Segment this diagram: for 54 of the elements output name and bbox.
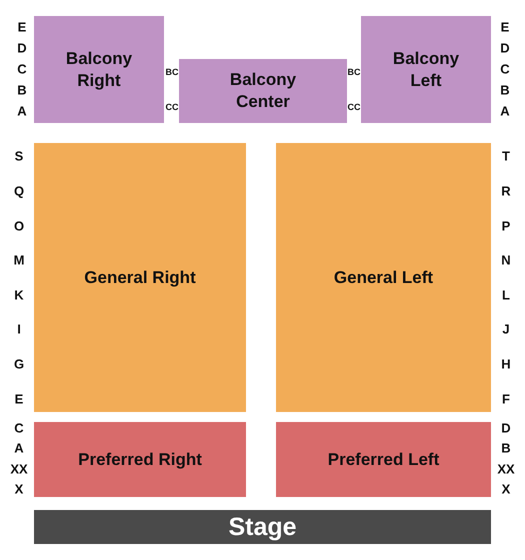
row-label: B <box>501 440 511 456</box>
section-name: General Left <box>334 266 434 288</box>
row-label: B <box>500 82 510 98</box>
stage <box>34 510 491 544</box>
seating-section <box>276 143 491 412</box>
balcony-section <box>179 59 347 123</box>
row-label: G <box>14 356 24 372</box>
row-label: XX <box>10 462 28 476</box>
row-label: X <box>14 482 24 496</box>
aisle-label: CC <box>166 102 178 112</box>
section-name: Stage <box>228 512 297 542</box>
row-label: I <box>17 322 21 336</box>
row-label: K <box>14 288 24 302</box>
section-name: Preferred Right <box>78 448 202 470</box>
row-label: J <box>502 322 510 336</box>
row-label: M <box>14 252 24 268</box>
row-label: E <box>500 20 510 34</box>
row-label: Q <box>14 184 24 198</box>
row-label: R <box>501 184 511 198</box>
aisle-label: CC <box>348 102 360 112</box>
row-label: E <box>14 392 24 406</box>
row-label: H <box>501 356 511 372</box>
seating-section <box>34 422 246 497</box>
row-label: A <box>500 104 510 118</box>
row-label: A <box>14 440 24 456</box>
row-label: C <box>500 62 510 76</box>
row-label: F <box>502 392 510 406</box>
row-label: O <box>14 218 24 234</box>
aisle-label: BC <box>166 67 178 77</box>
section-name: Preferred Left <box>328 448 440 470</box>
row-label: D <box>501 420 511 436</box>
row-label: L <box>502 288 510 302</box>
row-label: D <box>17 40 27 56</box>
balcony-section <box>34 16 164 123</box>
aisle-label: BC <box>348 67 360 77</box>
row-label: C <box>17 62 27 76</box>
row-label: E <box>18 20 26 34</box>
row-label: XX <box>497 462 515 476</box>
row-label: S <box>14 148 24 164</box>
row-label: C <box>14 420 24 436</box>
row-label: D <box>500 40 510 56</box>
row-label: B <box>17 82 27 98</box>
row-label: X <box>502 482 510 496</box>
row-label: T <box>502 148 510 164</box>
balcony-section <box>361 16 491 123</box>
row-label: A <box>17 104 27 118</box>
row-label: P <box>502 218 510 234</box>
seating-section <box>34 143 246 412</box>
section-name: Balcony Left <box>392 48 460 92</box>
seating-section <box>276 422 491 497</box>
section-name: Balcony Right <box>64 48 134 92</box>
section-name: Balcony Center <box>228 69 298 113</box>
section-name: General Right <box>84 266 196 288</box>
row-label: N <box>501 252 511 268</box>
